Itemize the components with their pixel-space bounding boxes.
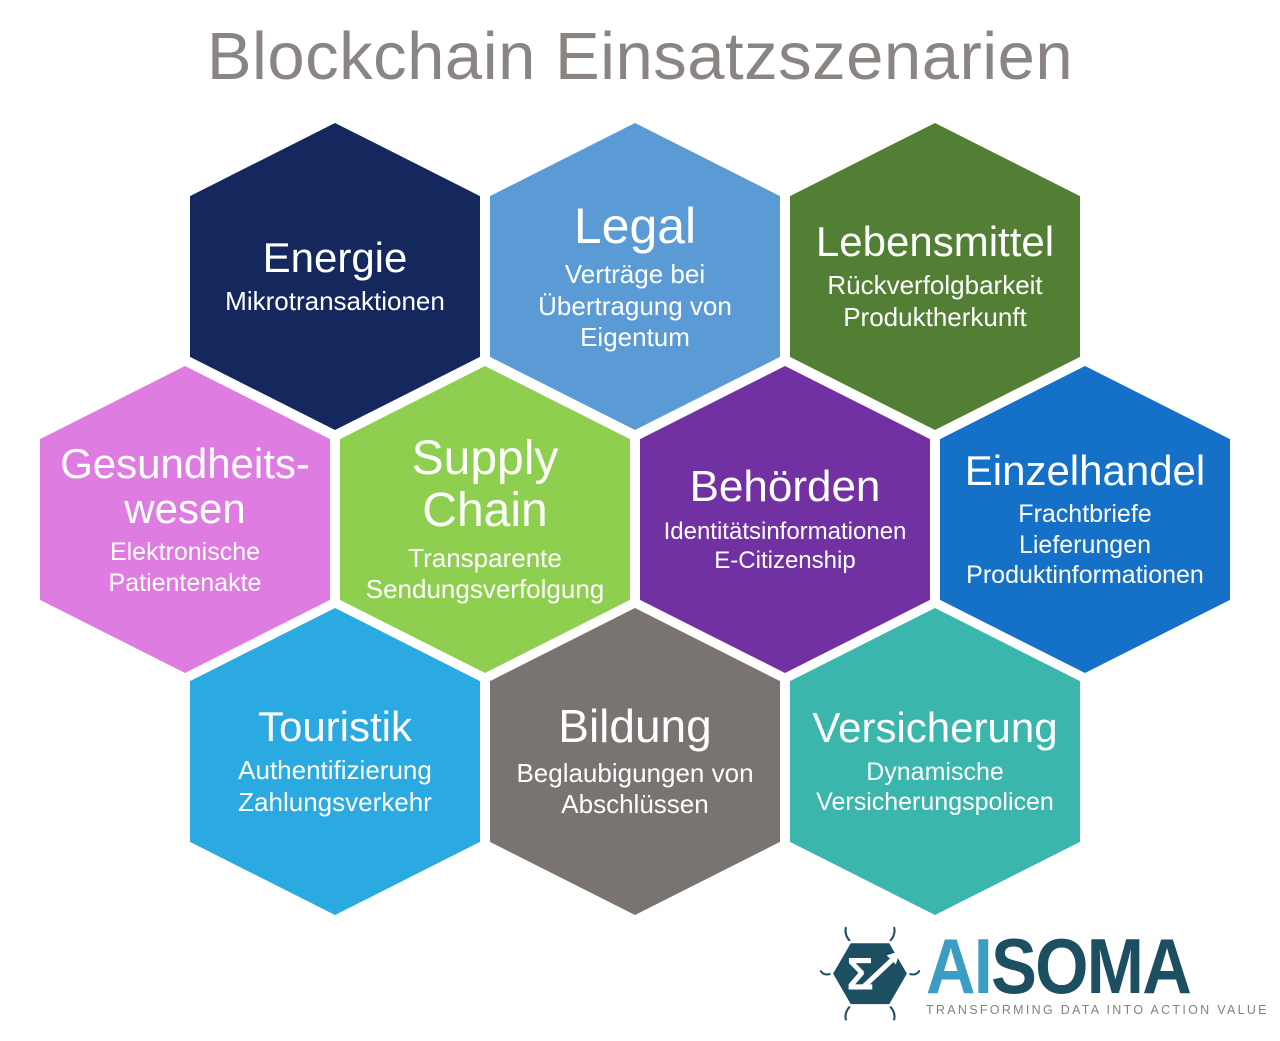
icon-whiskers [820,926,920,1021]
hexagon-energie-subtitle: Mikrotransaktionen [225,286,445,317]
logo-wordmark-soma: SOMA [991,921,1192,1010]
hexagon-supply-chain-subtitle: Transparente Sendungsverfolgung [365,542,605,605]
icon-arrow [861,958,894,989]
hexagon-touristik-title: Touristik [257,703,413,751]
logo-wordmark-ai: AI [926,921,993,1010]
hexagon-behoerden: Behörden Identitätsinformationen E-Citiz… [640,366,930,673]
hexagon-legal-subtitle: Verträge bei Übertragung von Eigentum [538,258,732,353]
hexagon-bildung-title: Bildung [558,699,712,752]
hexagon-touristik: Touristik Authentifizierung Zahlungsverk… [190,608,480,915]
hexagon-gesundheitswesen-subtitle: Elektronische Patientenakte [108,538,262,597]
logo-text-column: AISOMA TRANSFORMING DATA INTO ACTION VAL… [926,927,1269,1018]
hexagon-behoerden-subtitle: Identitätsinformationen E-Citizenship [663,517,907,575]
icon-arrow-head [886,951,900,965]
hexagon-versicherung: Versicherung Dynamische Versicherungspol… [790,608,1080,915]
icon-sigma-glyph: Σ [847,949,874,1000]
hexagon-supply-chain: Supply Chain Transparente Sendungsverfol… [340,366,630,673]
page-title: Blockchain Einsatzszenarien [206,19,1074,94]
hexagon-einzelhandel-subtitle: Frachtbriefe Lieferungen Produktinformat… [966,500,1204,590]
hexagon-bildung: Bildung Beglaubigungen von Abschlüssen [490,608,780,915]
hexagon-einzelhandel-title: Einzelhandel [964,447,1206,495]
hexagon-supply-chain-title: Supply Chain [411,431,559,537]
hexagon-lebensmittel: Lebensmittel Rückverfolgbarkeit Produkth… [790,123,1080,430]
hexagon-gesundheitswesen: Gesundheits- wesen Elektronische Patient… [40,366,330,673]
hexagon-lebensmittel-title: Lebensmittel [815,218,1055,266]
hexagon-versicherung-title: Versicherung [812,704,1058,752]
logo-tagline: TRANSFORMING DATA INTO ACTION VALUE [926,1003,1269,1018]
hexagon-bildung-subtitle: Beglaubigungen von Abschlüssen [516,757,754,820]
hexagon-legal: Legal Verträge bei Übertragung von Eigen… [490,123,780,430]
hexagon-lebensmittel-subtitle: Rückverfolgbarkeit Produktherkunft [827,270,1043,333]
hexagon-gesundheitswesen-title: Gesundheits- wesen [60,439,310,532]
hexagon-energie-title: Energie [262,233,408,281]
sigma-hexagon-icon: Σ [820,926,920,1021]
logo-wordmark: AISOMA [926,927,1228,1005]
hexagon-einzelhandel: Einzelhandel Frachtbriefe Lieferungen Pr… [940,366,1230,673]
hexagon-energie: Energie Mikrotransaktionen [190,123,480,430]
hexagon-behoerden-title: Behörden [689,462,881,512]
aisoma-logo: Σ AISOMA TRANSFORMING DATA INTO ACTION V… [820,926,1269,1023]
hexagon-legal-title: Legal [573,197,697,254]
hexagon-touristik-subtitle: Authentifizierung Zahlungsverkehr [238,755,432,818]
hexagon-versicherung-subtitle: Dynamische Versicherungspolicen [816,757,1054,817]
